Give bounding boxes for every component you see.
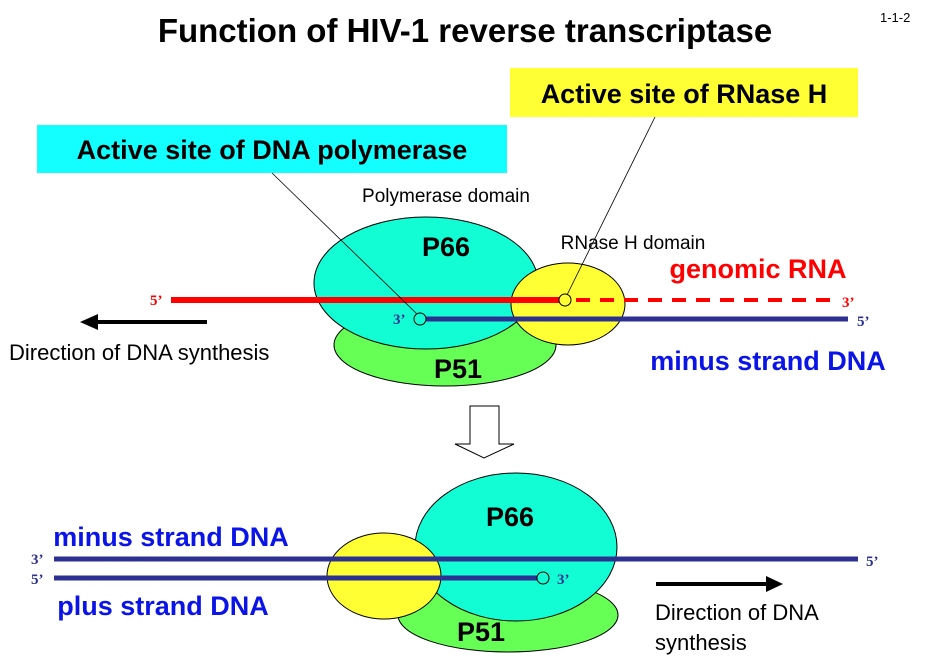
polymerase-domain-label: Polymerase domain [362,186,530,207]
minus-5prime-label-bottom: 5’ [866,554,879,570]
genomic-rna-label: genomic RNA [669,254,846,284]
top-panel: Active site of RNase H Active site of DN… [9,68,886,387]
rnaseh-active-site [558,293,572,307]
polymerase-leader-line [271,172,418,315]
rnaseh-domain-label: RNase H domain [561,233,706,254]
rnaseh-callout-box [510,68,858,117]
rnaseh-leader-line [566,116,656,296]
page-title: Function of HIV-1 reverse transcriptase [158,12,772,49]
p66-label-top: P66 [422,232,470,262]
minus-3prime-label-bottom: 3’ [31,552,44,568]
right-arrow-icon [656,576,783,592]
p51-label-top: P51 [434,354,482,384]
rna-5prime-label: 5’ [150,293,163,309]
p66-label-bottom: P66 [486,502,534,532]
plus-strand-dna-label: plus strand DNA [57,591,269,621]
minus-strand-dna-label-bottom: minus strand DNA [53,522,289,552]
left-arrow-icon [80,314,207,330]
minus-strand-dna-label-top: minus strand DNA [650,346,886,376]
down-arrow-icon [454,405,515,459]
plus-strand-growing-end [536,571,550,585]
direction-label-top: Direction of DNA synthesis [9,340,269,365]
rnaseh-callout-label: Active site of RNase H [541,79,828,109]
polymerase-callout-box [37,125,507,173]
rna-3prime-label: 3’ [842,295,855,311]
polymerase-callout-label: Active site of DNA polymerase [77,135,468,165]
direction-label-bottom-line2: synthesis [655,630,747,655]
plus-3prime-label: 3’ [557,572,570,588]
plus-5prime-label: 5’ [31,572,44,588]
polymerase-active-site [413,312,427,326]
p66-subunit-bottom [414,472,618,622]
minus-5prime-label-top: 5’ [857,314,870,330]
direction-label-bottom-line1: Direction of DNA [655,600,819,625]
bottom-panel: P66 P51 3’ 5’ minus strand DNA 5’ 3’ plu… [31,472,879,655]
p51-label-bottom: P51 [457,617,505,647]
page-number: 1-1-2 [880,10,910,25]
minus-3prime-label-top: 3’ [393,312,406,328]
